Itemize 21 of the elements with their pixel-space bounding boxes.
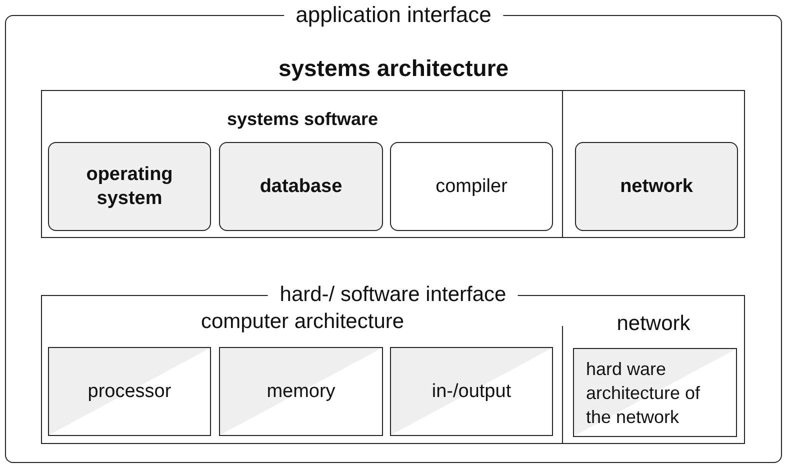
- box-label: network: [619, 174, 694, 198]
- box-label: in-/output: [430, 380, 512, 404]
- component-box: [219, 347, 383, 436]
- heading: network: [616, 311, 692, 337]
- component-box: [219, 142, 383, 231]
- heading: systems software: [226, 108, 380, 131]
- component-box: [48, 347, 211, 436]
- box-label: processor: [86, 380, 172, 404]
- box-label: operating system: [85, 162, 174, 210]
- component-box: [575, 142, 738, 231]
- layer-box: [41, 90, 745, 238]
- component-box: [390, 142, 553, 231]
- component-box: [573, 348, 737, 437]
- component-box: [48, 142, 211, 231]
- box-label: memory: [266, 380, 336, 404]
- box-label: database: [258, 174, 344, 198]
- box-label: hard ware architecture of the network: [585, 358, 702, 428]
- component-box: [390, 347, 553, 436]
- box-label: compiler: [434, 174, 508, 198]
- heading: systems architecture: [277, 54, 510, 82]
- heading: computer architecture: [200, 309, 406, 335]
